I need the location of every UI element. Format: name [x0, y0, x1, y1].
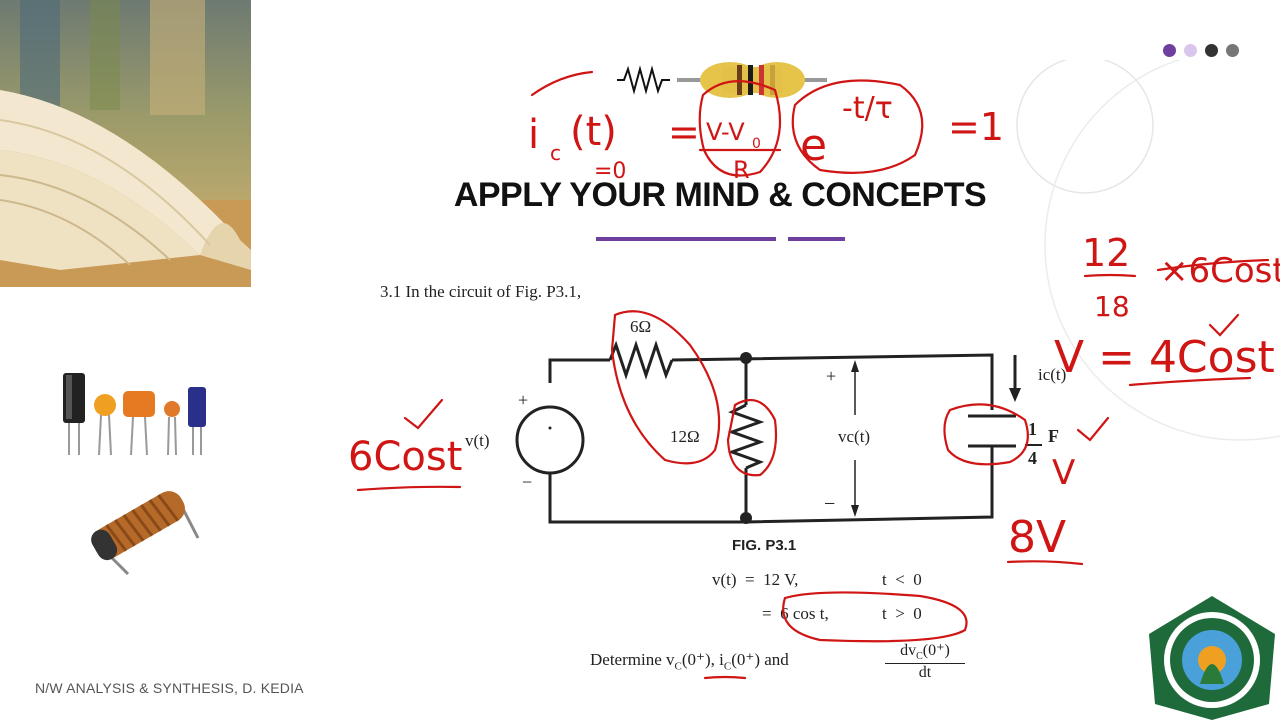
- hw-ic-sub: c: [550, 141, 561, 165]
- derivative-argument: (0⁺): [922, 642, 950, 659]
- tick-6cost: [403, 398, 444, 430]
- ic-subscript: C: [723, 660, 732, 673]
- nav-dot-2[interactable]: [1184, 44, 1197, 57]
- figure-caption: FIG. P3.1: [732, 537, 797, 554]
- vc-subscript: C: [674, 660, 682, 673]
- hw-ratio-num: 12: [1082, 231, 1130, 275]
- slide-nav-dots[interactable]: [1160, 44, 1250, 60]
- question-end: (0⁺) and: [731, 650, 789, 669]
- hw-equals: =: [668, 110, 700, 154]
- underline-6cost: [356, 485, 462, 492]
- source-plus: +: [518, 390, 528, 410]
- hw-8v: 8V: [1008, 512, 1066, 563]
- derivative-fraction: dvC(0⁺) dt: [885, 640, 965, 682]
- source-minus: −: [522, 472, 532, 492]
- title-underline: [596, 237, 776, 241]
- tick-capacitor: [1076, 416, 1110, 442]
- hw-result: =1: [948, 105, 1004, 149]
- condition-1: v(t) = 12 V,: [712, 570, 799, 589]
- node-top: [740, 352, 752, 364]
- nav-dot-3[interactable]: [1205, 44, 1218, 57]
- hw-numerator: V-V: [706, 118, 745, 146]
- capacitors-image: [63, 373, 206, 456]
- underline-4cost: [1128, 376, 1252, 387]
- source-label: v(t): [465, 431, 490, 450]
- derivative-numerator: dv: [900, 642, 917, 659]
- voltage-label: vc(t): [838, 427, 870, 446]
- underline-8v: [1006, 560, 1084, 566]
- circle-6cost: [782, 591, 968, 643]
- question-text: Determine vC(0⁺), iC(0⁺) and: [590, 650, 789, 672]
- condition-1-range: t < 0: [882, 570, 922, 589]
- hw-zero: =0: [594, 159, 626, 184]
- circle-capacitor: [943, 403, 1029, 466]
- hw-ratio-den: 18: [1094, 290, 1130, 323]
- circuit-diagram: 6Ω 12Ω v(t) vc(t) ic(t) 1 4 F + − + −: [465, 317, 1066, 524]
- hw-paren: (t): [570, 109, 617, 155]
- underline-6cost-ratio: [1156, 258, 1270, 272]
- ratio-bar: [1083, 273, 1137, 278]
- capacitor-unit: F: [1048, 426, 1059, 446]
- question-prefix: Determine v: [590, 650, 675, 669]
- hw-numerator-sub: 0: [752, 136, 761, 152]
- hw-exp-base: e: [800, 120, 827, 171]
- resistor-6-label: 6Ω: [630, 317, 651, 336]
- capacitor-denominator: 4: [1028, 448, 1037, 468]
- hw-v-expr: V = 4Cost: [1054, 332, 1275, 383]
- circle-exponential: [791, 79, 924, 174]
- vc-plus: +: [826, 366, 836, 386]
- hw-denominator: R: [733, 156, 750, 184]
- condition-2-range: t > 0: [882, 604, 922, 623]
- hw-exponent: -t/τ: [842, 91, 893, 126]
- tick-mark: [530, 70, 594, 97]
- decorative-circles: [1016, 60, 1280, 441]
- slide-title: APPLY YOUR MIND & CONCEPTS: [453, 176, 987, 214]
- university-logo: [1149, 596, 1275, 720]
- title-underline-short: [788, 237, 845, 241]
- inductor-image: [91, 491, 200, 576]
- hw-source-note: 6Cost: [348, 434, 462, 480]
- circle-resistor-6: [610, 310, 721, 465]
- circle-numerator: [698, 80, 782, 177]
- hw-cap-v: V: [1052, 453, 1075, 493]
- question-mid: (0⁺), i: [681, 650, 724, 669]
- book-image: [0, 0, 251, 287]
- nav-dot-4[interactable]: [1226, 44, 1239, 57]
- derivative-denominator: dt: [918, 664, 932, 682]
- hw-ic: i: [528, 112, 539, 158]
- node-bottom: [740, 512, 752, 524]
- tick-ratio: [1208, 313, 1240, 337]
- underline-vc: [703, 675, 747, 680]
- footer-text: N/W ANALYSIS & SYNTHESIS, D. KEDIA: [35, 680, 304, 696]
- circle-resistor-12: [726, 398, 778, 477]
- problem-statement: 3.1 In the circuit of Fig. P3.1,: [380, 282, 582, 301]
- nav-dot-1[interactable]: [1163, 44, 1176, 57]
- derivative-subscript: C: [916, 651, 923, 663]
- current-label: ic(t): [1038, 365, 1066, 384]
- hw-ratio-mult: ×6Cost: [1160, 251, 1280, 291]
- capacitor-numerator: 1: [1028, 419, 1037, 439]
- vc-minus: −: [824, 493, 835, 515]
- resistor-12-label: 12Ω: [670, 427, 700, 446]
- resistor-image: [617, 62, 827, 98]
